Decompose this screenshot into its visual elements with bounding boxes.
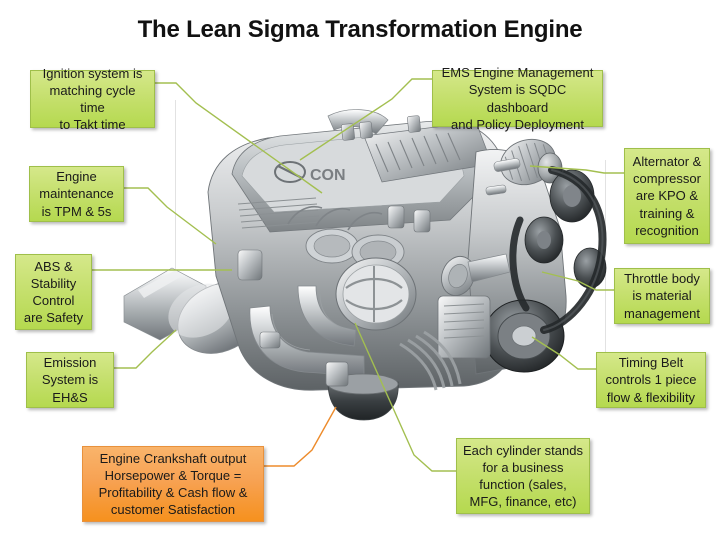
callout-alternator-compressor[interactable]: Alternator & compressor are KPO & traini…	[624, 148, 710, 244]
callout-timing-belt[interactable]: Timing Belt controls 1 piece flow & flex…	[596, 352, 706, 408]
page-title: The Lean Sigma Transformation Engine	[137, 16, 583, 43]
callout-ignition-system[interactable]: Ignition system is matching cycle time t…	[30, 66, 155, 132]
callout-emission-system-text: Emission System is EH&S	[41, 355, 99, 405]
callout-ignition-system-text: Ignition system is matching cycle time t…	[42, 65, 143, 133]
callout-ems-engine-management-text: EMS Engine Management System is SQDC das…	[441, 65, 594, 132]
callout-abs-stability-control[interactable]: ABS & Stability Control are Safety	[15, 254, 92, 330]
callout-abs-stability-control-text: ABS & Stability Control are Safety	[23, 258, 84, 326]
callout-timing-belt-text: Timing Belt controls 1 piece flow & flex…	[605, 355, 697, 405]
callout-engine-crankshaft-output[interactable]: Engine Crankshaft output Horsepower & To…	[82, 446, 264, 522]
callout-ems-engine-management[interactable]: EMS Engine Management System is SQDC das…	[432, 65, 603, 132]
callout-emission-system[interactable]: Emission System is EH&S	[26, 352, 114, 408]
callout-throttle-body[interactable]: Throttle body is material management	[614, 268, 710, 324]
callout-engine-maintenance[interactable]: Engine maintenance is TPM & 5s	[29, 166, 124, 222]
engine-cutaway-illustration: CON	[120, 100, 620, 440]
callout-engine-crankshaft-output-text: Engine Crankshaft output Horsepower & To…	[98, 450, 248, 518]
callout-throttle-body-text: Throttle body is material management	[624, 271, 700, 321]
svg-text:CON: CON	[310, 167, 346, 184]
callout-alternator-compressor-text: Alternator & compressor are KPO & traini…	[632, 154, 702, 238]
callout-each-cylinder[interactable]: Each cylinder stands for a business func…	[456, 438, 590, 514]
callout-each-cylinder-text: Each cylinder stands for a business func…	[463, 442, 583, 510]
callout-engine-maintenance-text: Engine maintenance is TPM & 5s	[39, 169, 114, 219]
